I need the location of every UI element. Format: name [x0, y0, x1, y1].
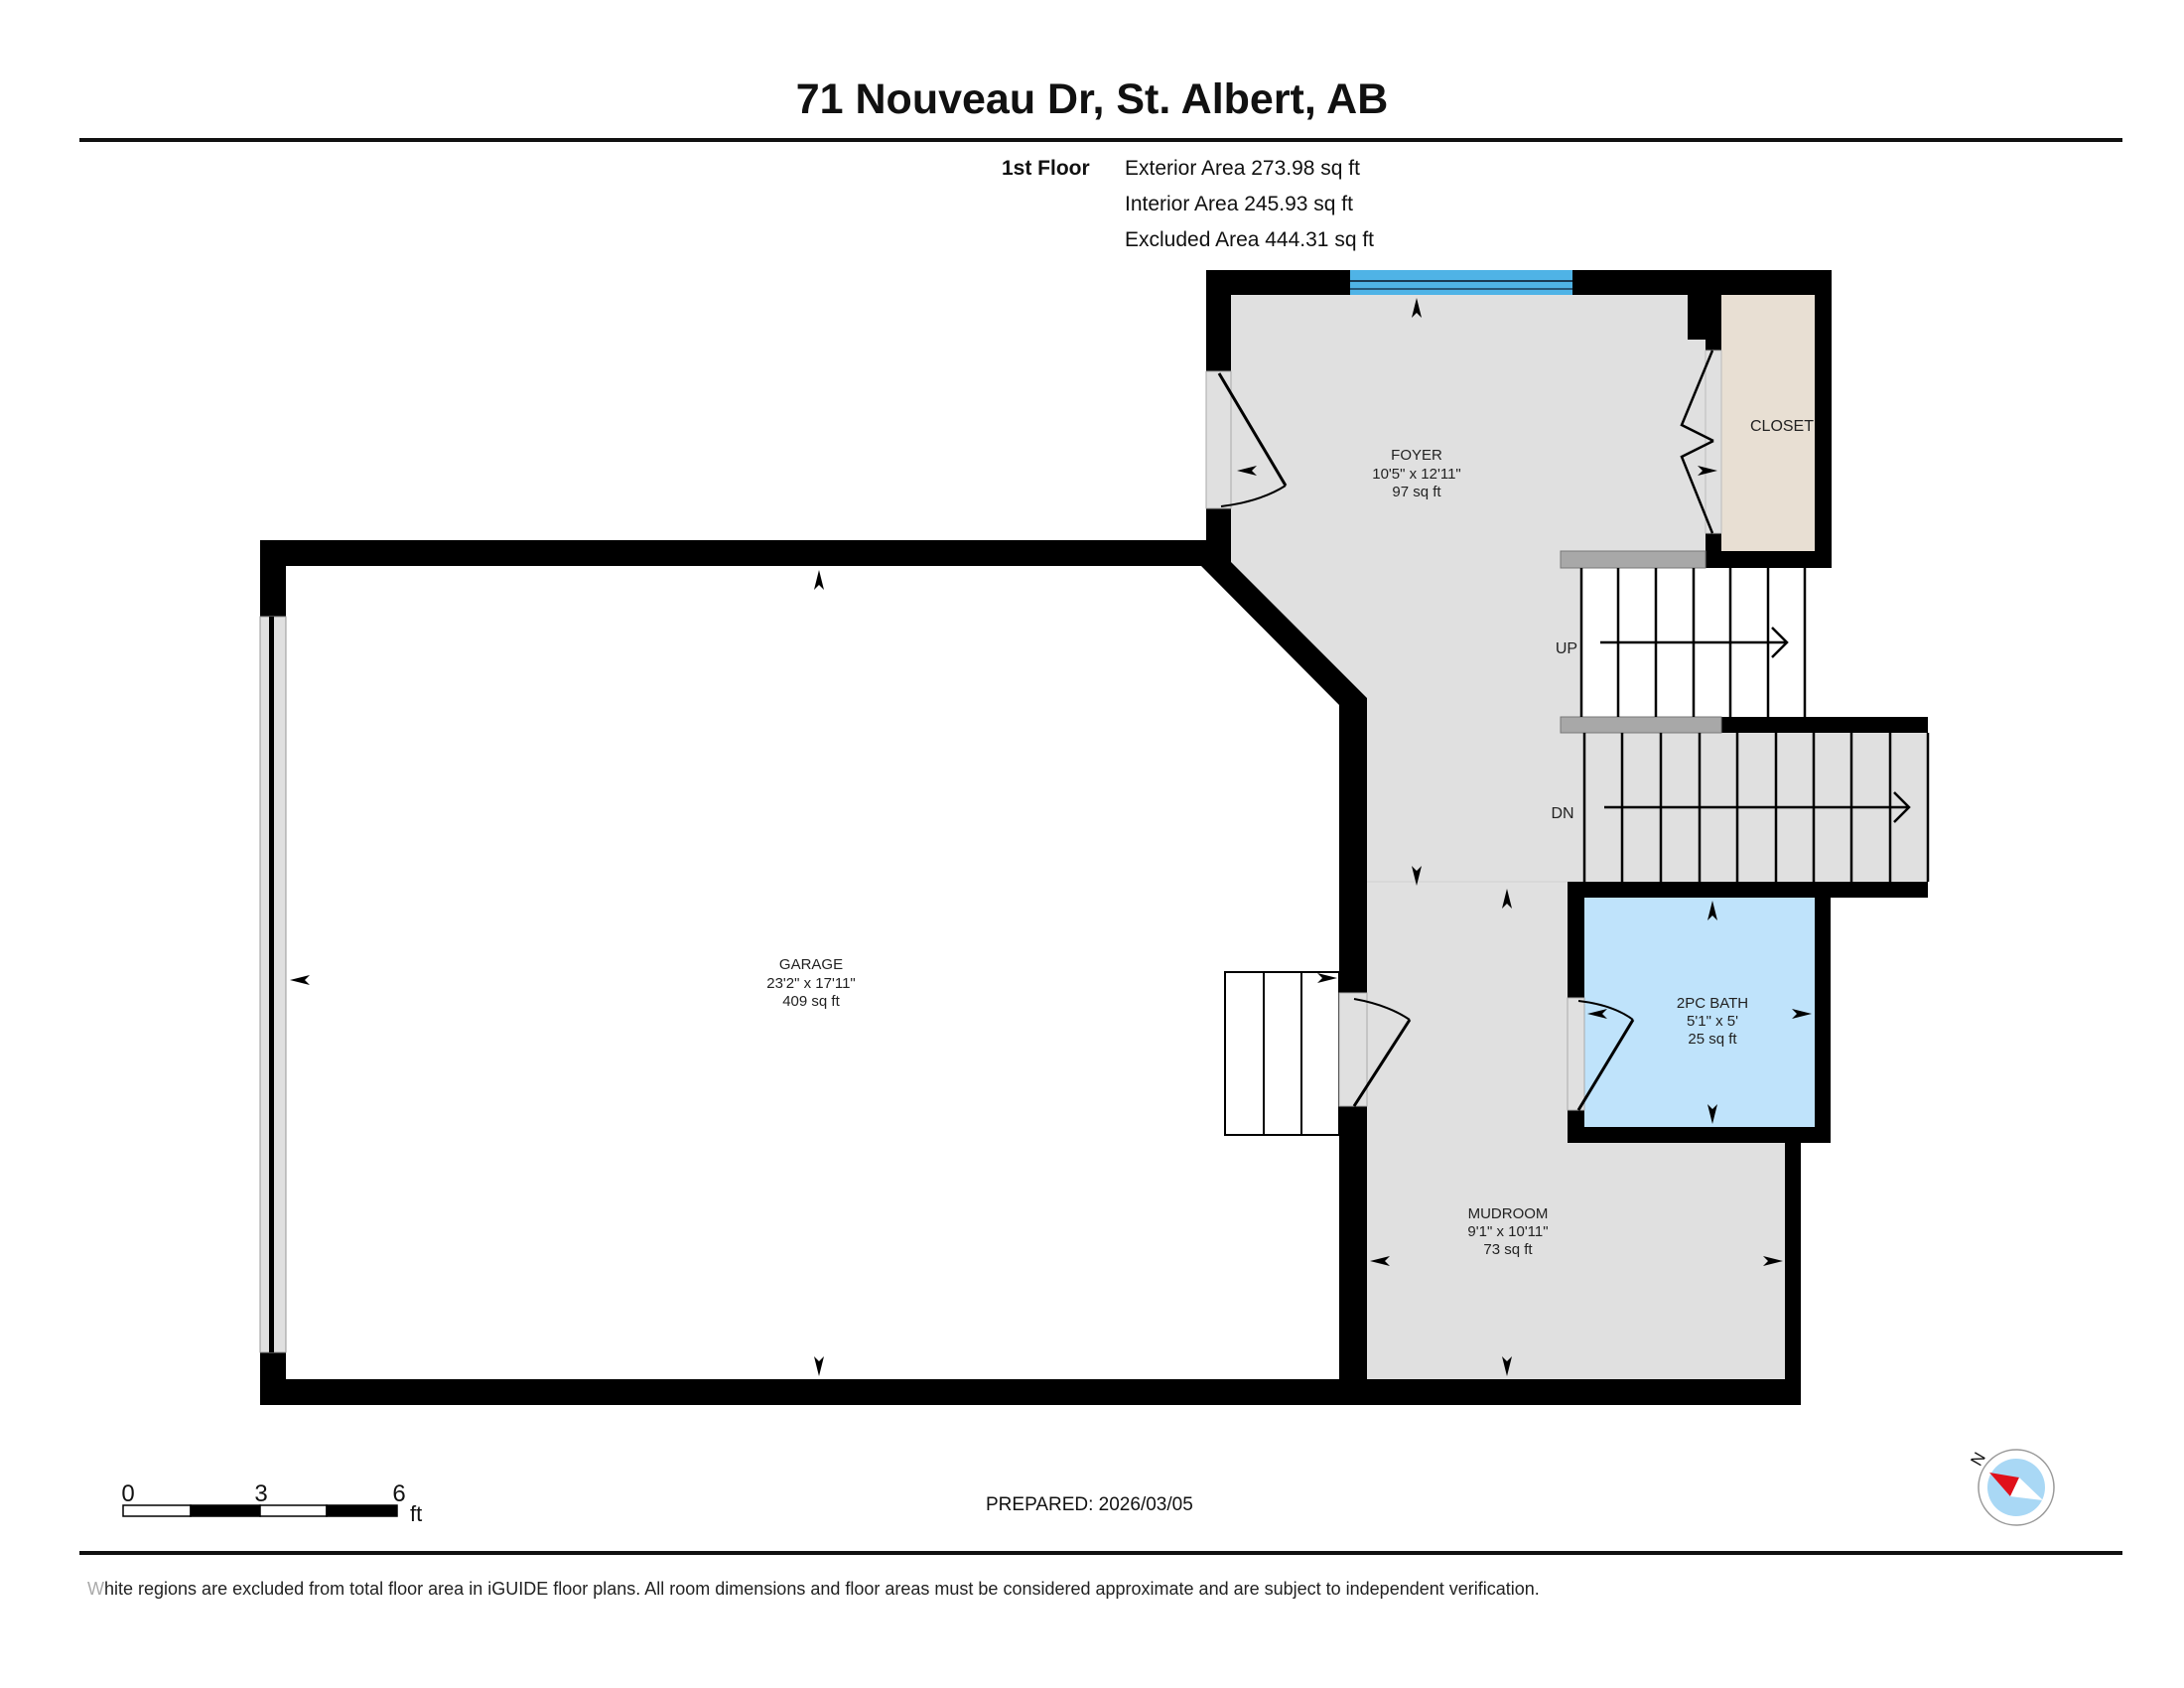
- arrow-right-icon: [1698, 466, 1717, 476]
- garage-door: [259, 616, 287, 1353]
- excluded-area: Excluded Area 444.31 sq ft: [1125, 228, 1375, 251]
- scale-label-6: 6: [392, 1480, 406, 1507]
- footer-first-letter: W: [87, 1579, 104, 1599]
- arrow-left-icon: [1587, 1009, 1607, 1019]
- closet-floor: [1721, 295, 1815, 551]
- garage-name: GARAGE: [779, 956, 843, 973]
- arrow-left-icon: [1370, 1256, 1390, 1266]
- mudroom-name: MUDROOM: [1468, 1205, 1549, 1222]
- foyer-area: 97 sq ft: [1392, 484, 1441, 500]
- window: [1350, 270, 1572, 295]
- down-label: DN: [1551, 805, 1573, 822]
- closet-name: CLOSET: [1750, 418, 1814, 435]
- arrow-up-icon: [814, 570, 824, 590]
- garage-dims: 23'2" x 17'11": [766, 975, 856, 992]
- prepared-date: PREPARED: 2026/03/05: [986, 1494, 1193, 1515]
- doors: [1205, 350, 1722, 1111]
- title-divider: [79, 138, 2122, 142]
- stair-rail-lower: [1560, 716, 1722, 734]
- mudroom-area: 73 sq ft: [1483, 1241, 1533, 1258]
- arrow-down-icon: [1707, 1104, 1717, 1124]
- mudroom-dims: 9'1" x 10'11": [1467, 1223, 1548, 1240]
- arrow-up-icon: [1707, 901, 1717, 920]
- floor-label: 1st Floor: [1002, 157, 1090, 180]
- arrow-left-icon: [290, 975, 310, 985]
- arrow-down-icon: [814, 1356, 824, 1376]
- arrow-up-icon: [1502, 889, 1512, 909]
- page-title: 71 Nouveau Dr, St. Albert, AB: [795, 75, 1389, 123]
- bath-dims: 5'1" x 5': [1687, 1013, 1738, 1030]
- dimension-arrows: [290, 298, 1812, 1376]
- arrow-down-icon: [1412, 866, 1422, 886]
- footer-disclaimer: White regions are excluded from total fl…: [87, 1579, 1540, 1600]
- garage-area: 409 sq ft: [782, 993, 840, 1010]
- garage-steps: [1224, 971, 1340, 1136]
- arrow-left-icon: [1237, 466, 1257, 476]
- scale-label-0: 0: [121, 1480, 135, 1507]
- up-stairs: [1579, 568, 1807, 717]
- bath-area: 25 sq ft: [1688, 1031, 1737, 1048]
- arrow-up-icon: [1412, 298, 1422, 318]
- stair-rail-upper: [1560, 550, 1706, 569]
- foyer-dims: 10'5" x 12'11": [1372, 466, 1461, 483]
- scale-unit: ft: [410, 1501, 423, 1526]
- arrow-down-icon: [1502, 1356, 1512, 1376]
- arrow-right-icon: [1763, 1256, 1783, 1266]
- footer-text: hite regions are excluded from total flo…: [104, 1579, 1540, 1599]
- exterior-area: Exterior Area 273.98 sq ft: [1125, 157, 1360, 180]
- scale-label-3: 3: [254, 1480, 268, 1507]
- room-labels: FOYER 10'5" x 12'11" 97 sq ft CLOSET GAR…: [766, 418, 1814, 1258]
- up-label: UP: [1556, 640, 1577, 657]
- interior-area: Interior Area 245.93 sq ft: [1125, 193, 1353, 215]
- foyer-name: FOYER: [1391, 447, 1442, 464]
- walls: [260, 270, 1928, 1405]
- scale-bar: [122, 1504, 398, 1517]
- arrow-right-icon: [1792, 1009, 1812, 1019]
- down-stairs: [1582, 733, 1930, 882]
- bath-name: 2PC BATH: [1677, 995, 1748, 1012]
- footer-divider: [79, 1551, 2122, 1555]
- compass-icon: N: [1967, 1449, 2055, 1526]
- arrow-right-icon: [1317, 973, 1337, 983]
